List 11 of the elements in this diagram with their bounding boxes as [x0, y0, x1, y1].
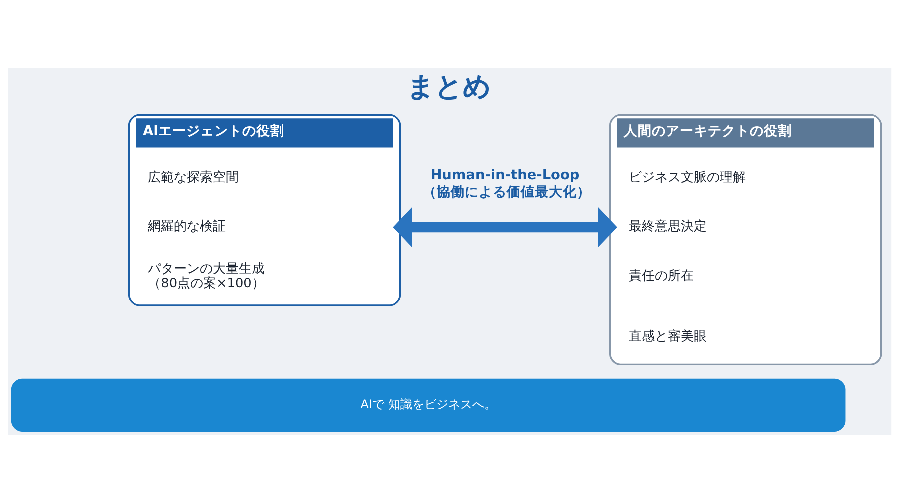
node-box: AIで 知識をビジネスへ。 [11, 378, 846, 432]
node-text: パターンの大量生成 （80点の案×100） [148, 261, 266, 292]
arrow [393, 206, 618, 248]
node-text: 網羅的な検証 [148, 218, 226, 234]
node-text: 広範な探索空間 [148, 170, 240, 186]
node-text: 最終意思決定 [629, 218, 708, 234]
edge-label: Human-in-the-Loop （協働による価値最大化） [422, 166, 591, 200]
node-text: 直感と審美眼 [629, 328, 708, 344]
diagram-title: まとめ [407, 71, 492, 102]
node-text: 責任の所在 [629, 268, 694, 284]
node-text: ビジネス文脈の理解 [629, 170, 746, 186]
